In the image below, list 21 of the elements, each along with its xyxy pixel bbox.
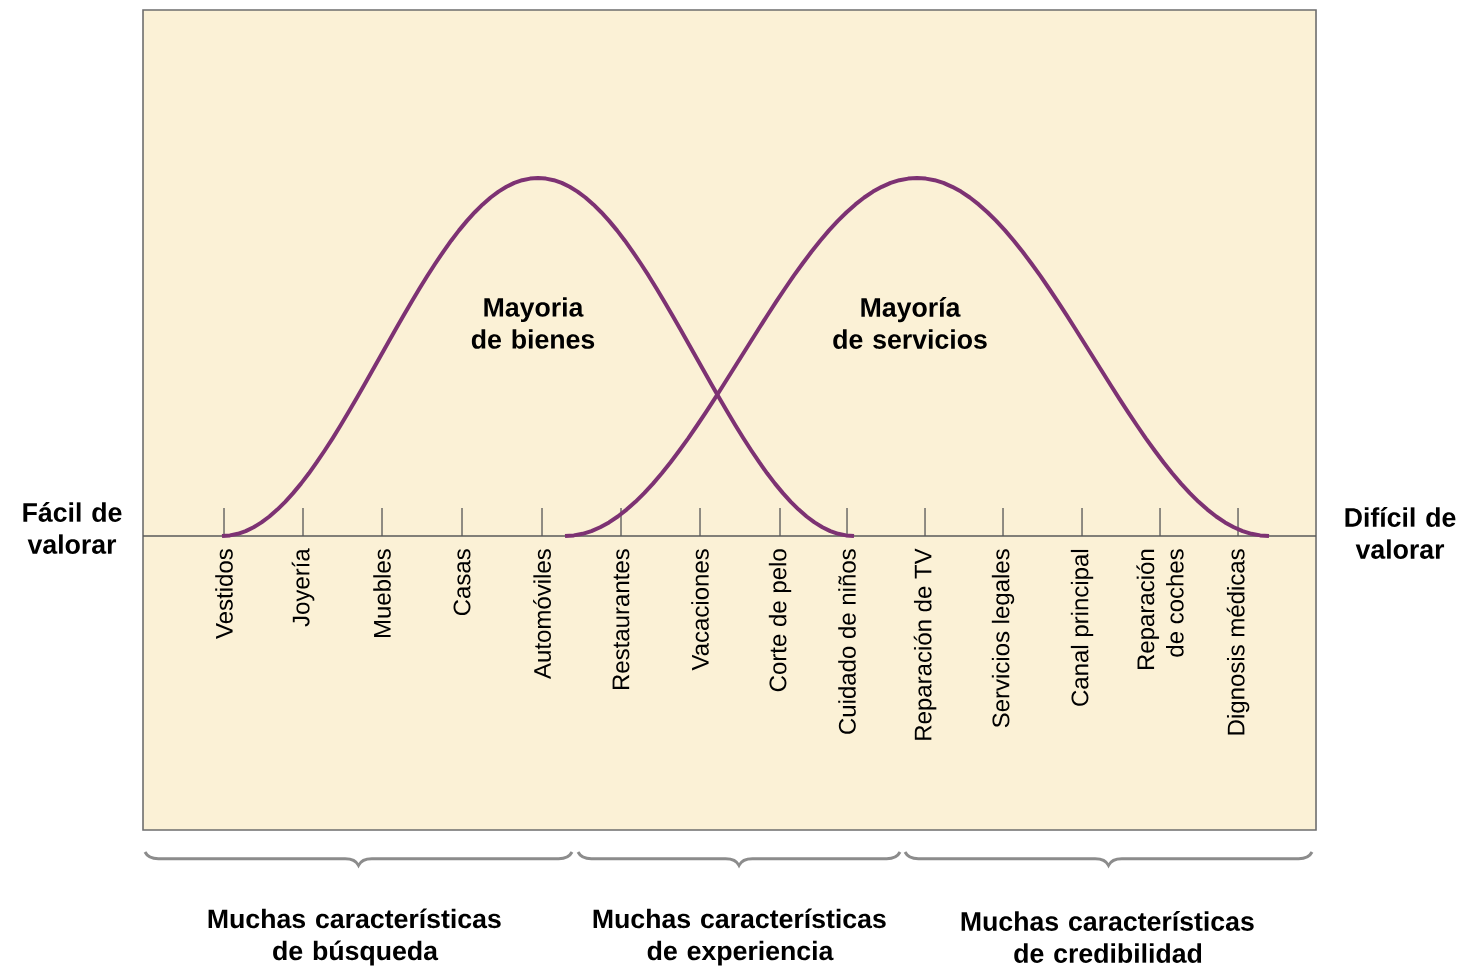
axis-label: Automóviles [533,549,551,679]
axis-label: Restaurantes [612,549,630,690]
axis-label: Joyería [291,548,315,627]
axis-label: Dignosis médicas [1226,549,1250,735]
axis-label: Servicios legales [991,549,1015,728]
axis-label: Muebles [373,549,391,637]
axis-label: Reparación de TV [913,548,937,740]
axis-label: Corte de pelo [768,549,792,692]
axis-end-label: Fácil de valorar [23,502,122,554]
brace-caption: Muchas características de credibilidad [961,911,1254,963]
axis-label: Vestidos [215,549,233,639]
axis-label: Casas [453,549,471,616]
curve-label: Mayoría de servicios [833,297,987,349]
curve-label: Mayoria de bienes [471,297,595,349]
axis-label: Canal principal [1070,549,1094,706]
axis-end-label: Difícil de valorar [1345,507,1456,559]
axis-label: Cuidado de niños [838,549,856,734]
axis-label: Reparación de coches [1136,549,1184,670]
brace-caption: Muchas características de experiencia [593,908,886,966]
brace-caption: Muchas características de búsqueda [208,908,501,966]
axis-label: Vacaciones [691,549,709,671]
